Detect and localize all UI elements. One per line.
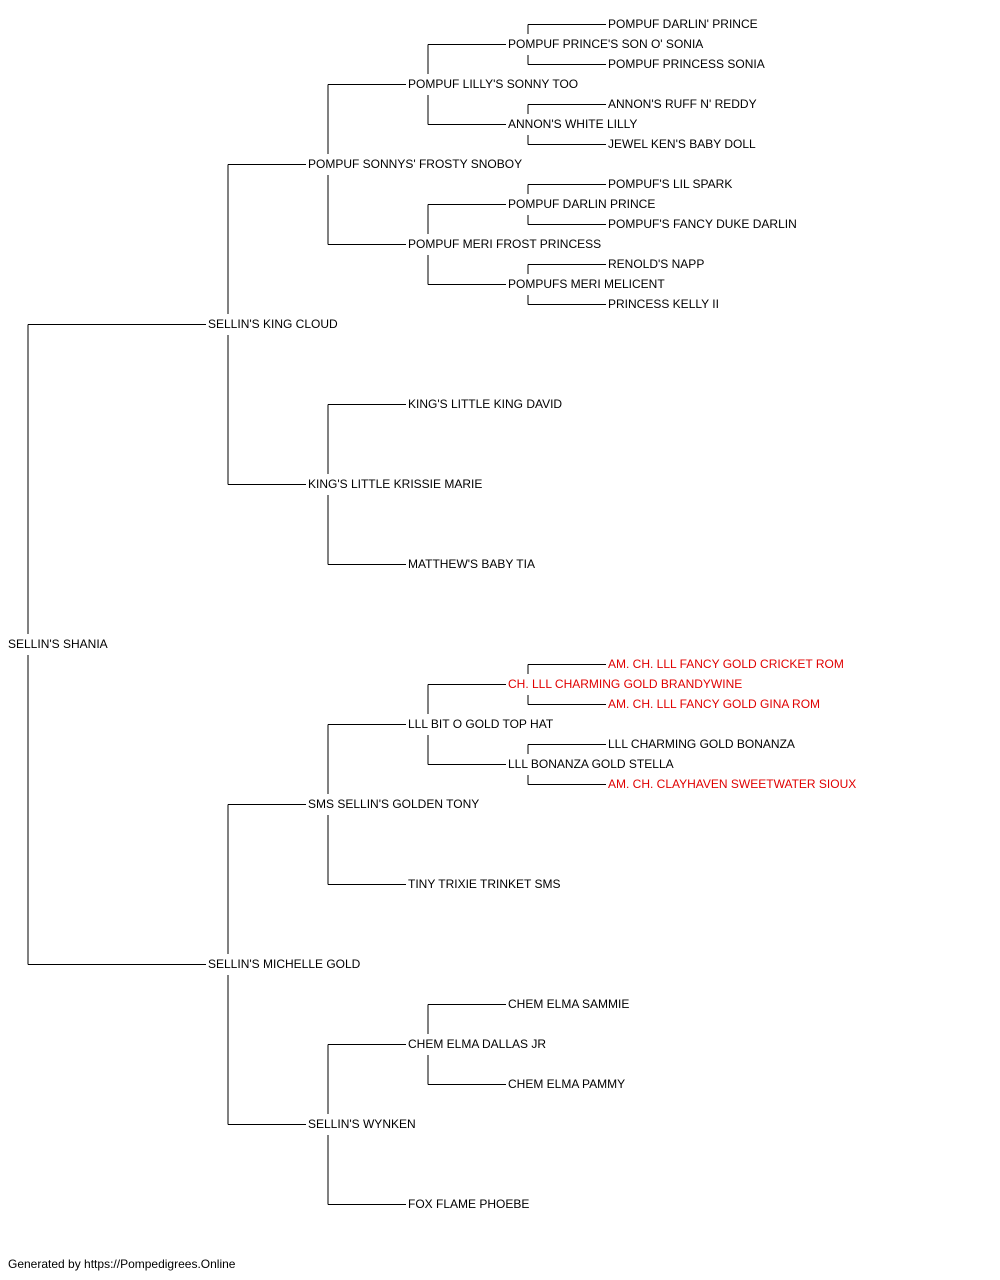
ancestor-label: AM. CH. CLAYHAVEN SWEETWATER SIOUX xyxy=(608,777,857,791)
ancestor-label: RENOLD'S NAPP xyxy=(608,257,705,271)
ancestor-label: PRINCESS KELLY II xyxy=(608,297,719,311)
ancestor-label: POMPUF'S LIL SPARK xyxy=(608,177,733,191)
ancestor-label: MATTHEW'S BABY TIA xyxy=(408,557,535,571)
ancestor-label: FOX FLAME PHOEBE xyxy=(408,1197,530,1211)
ancestor-label: ANNON'S WHITE LILLY xyxy=(508,117,638,131)
ancestor-label: JEWEL KEN'S BABY DOLL xyxy=(608,137,756,151)
ancestor-label: CHEM ELMA PAMMY xyxy=(508,1077,626,1091)
ancestor-label: LLL BIT O GOLD TOP HAT xyxy=(408,717,554,731)
maternal-grandsire-label: SMS SELLIN'S GOLDEN TONY xyxy=(308,797,480,811)
ancestor-label: ANNON'S RUFF N' REDDY xyxy=(608,97,757,111)
ancestor-label: AM. CH. LLL FANCY GOLD GINA ROM xyxy=(608,697,821,711)
ancestor-label: CHEM ELMA DALLAS JR xyxy=(408,1037,547,1051)
ancestor-label: KING'S LITTLE KING DAVID xyxy=(408,397,563,411)
ancestor-label: POMPUF PRINCESS SONIA xyxy=(608,57,765,71)
ancestor-label: CH. LLL CHARMING GOLD BRANDYWINE xyxy=(508,677,743,691)
ancestor-label: CHEM ELMA SAMMIE xyxy=(508,997,630,1011)
ancestor-label: LLL BONANZA GOLD STELLA xyxy=(508,757,674,771)
ancestor-label: POMPUFS MERI MELICENT xyxy=(508,277,665,291)
ancestor-label: POMPUF PRINCE'S SON O' SONIA xyxy=(508,37,704,51)
ancestor-label: LLL CHARMING GOLD BONANZA xyxy=(608,737,795,751)
footer-credit: Generated by https://Pompedigrees.Online xyxy=(8,1257,236,1271)
ancestor-label: TINY TRIXIE TRINKET SMS xyxy=(408,877,561,891)
maternal-granddam-label: SELLIN'S WYNKEN xyxy=(308,1117,416,1131)
dam-label: SELLIN'S MICHELLE GOLD xyxy=(208,957,361,971)
ancestor-label: POMPUF LILLY'S SONNY TOO xyxy=(408,77,579,91)
ancestor-label: POMPUF'S FANCY DUKE DARLIN xyxy=(608,217,797,231)
dog-label: SELLIN'S SHANIA xyxy=(8,637,108,651)
sire-label: SELLIN'S KING CLOUD xyxy=(208,317,338,331)
ancestor-label: AM. CH. LLL FANCY GOLD CRICKET ROM xyxy=(608,657,844,671)
ancestor-label: POMPUF DARLIN' PRINCE xyxy=(608,17,758,31)
ancestor-label: POMPUF DARLIN PRINCE xyxy=(508,197,656,211)
paternal-granddam-label: KING'S LITTLE KRISSIE MARIE xyxy=(308,477,483,491)
paternal-grandsire-label: POMPUF SONNYS' FROSTY SNOBOY xyxy=(308,157,523,171)
ancestor-label: POMPUF MERI FROST PRINCESS xyxy=(408,237,602,251)
